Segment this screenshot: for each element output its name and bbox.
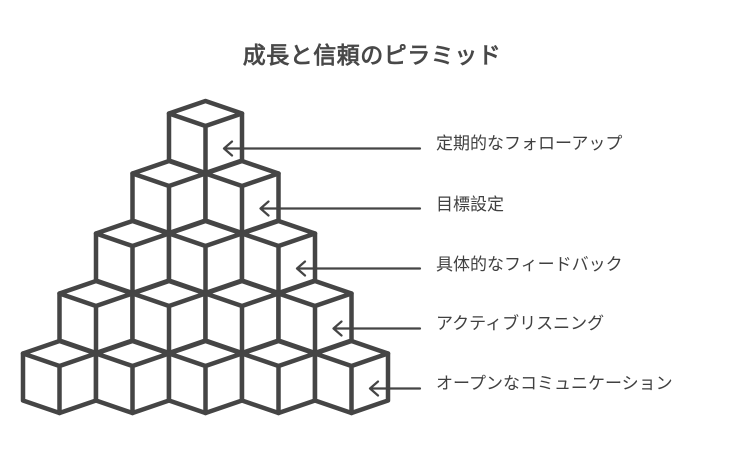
cube-icon <box>239 218 318 296</box>
diagram-title: 成長と信頼のピラミッド <box>242 43 502 69</box>
cube-icon <box>130 158 208 236</box>
cube-icon <box>130 278 208 356</box>
arrow-left-icon <box>368 380 422 397</box>
cube-icon <box>166 218 245 296</box>
cube-icon <box>20 338 99 416</box>
cube-icon <box>312 338 391 416</box>
cube-icon <box>166 98 245 176</box>
cube-icon <box>93 218 172 296</box>
label-level-2: 目標設定 <box>436 195 504 215</box>
label-level-1: 定期的なフォローアップ <box>436 134 623 154</box>
cube-icon <box>239 338 318 416</box>
cube-icon <box>57 278 135 356</box>
cube-icon <box>203 278 281 356</box>
arrow-left-icon <box>295 260 422 277</box>
cube-stack <box>20 98 391 416</box>
arrow-group <box>222 140 422 397</box>
label-level-3: 具体的なフィードバック <box>436 255 623 275</box>
cube-icon <box>276 278 354 356</box>
cube-icon <box>203 158 281 236</box>
arrow-left-icon <box>222 140 422 157</box>
cube-icon <box>93 338 172 416</box>
label-level-4: アクティブリスニング <box>436 314 605 334</box>
label-level-5: オープンなコミュニケーション <box>436 374 673 394</box>
cube-icon <box>166 338 245 416</box>
arrow-left-icon <box>332 320 422 337</box>
arrow-left-icon <box>259 200 422 217</box>
